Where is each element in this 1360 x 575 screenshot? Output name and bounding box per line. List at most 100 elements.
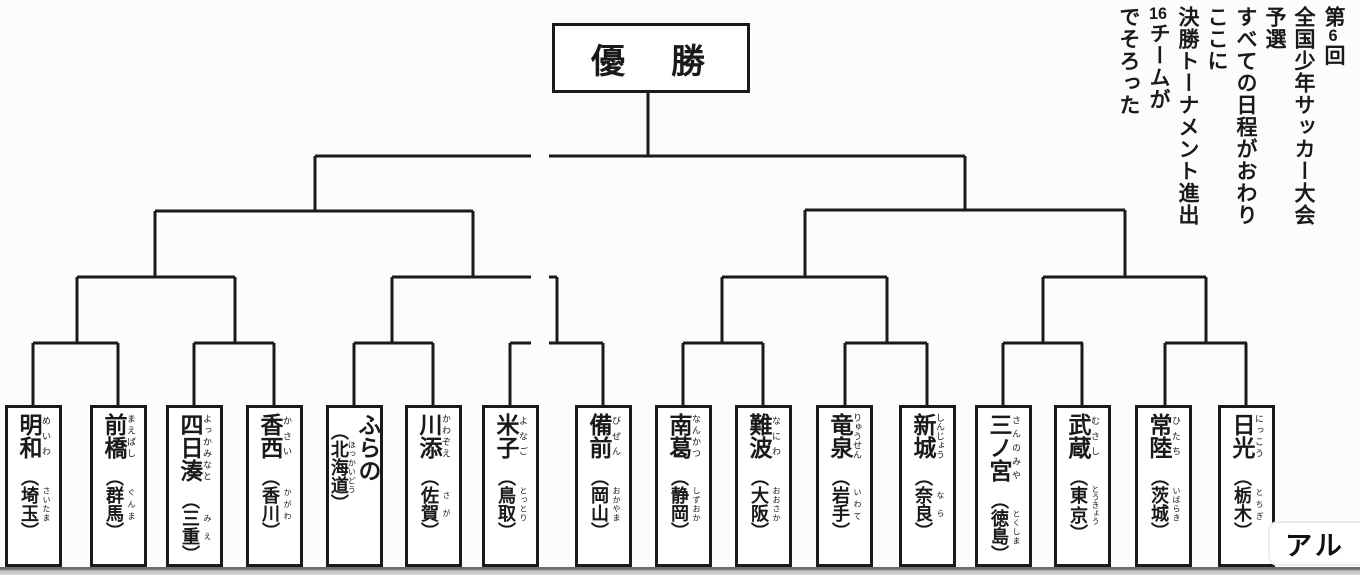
open-paren: （ xyxy=(588,468,609,486)
team-name: 明和めいわ xyxy=(15,413,51,459)
open-paren: （ xyxy=(1067,468,1088,486)
prefecture-furigana: とちぎ xyxy=(1254,486,1264,522)
close-paren: ） xyxy=(259,522,280,540)
team-name-furigana: よなご xyxy=(517,413,528,459)
team-name-furigana: まえばし xyxy=(125,413,136,459)
open-paren: （ xyxy=(668,468,689,486)
prefecture-furigana: しずおか xyxy=(691,486,701,522)
round1-match-1 xyxy=(31,341,120,406)
caption-line-5: ここに xyxy=(1205,6,1228,72)
close-paren: ） xyxy=(988,545,1009,563)
team-box-1: 明和めいわ（埼玉さいたま） xyxy=(5,405,62,567)
team-name-furigana: かさい xyxy=(281,413,292,459)
close-paren: ） xyxy=(418,522,439,540)
close-paren: ） xyxy=(1067,524,1088,542)
team-prefecture: （奈良なら） xyxy=(912,468,945,540)
team-prefecture: （岩手いわて） xyxy=(829,468,862,540)
close-paren: ） xyxy=(495,522,516,540)
open-paren: （ xyxy=(18,468,39,486)
champion-label: 優 勝 xyxy=(591,42,711,81)
team-box-5: ふらの（北海道ほっかいどう） xyxy=(326,405,383,567)
round1-match-5 xyxy=(681,341,765,406)
quarterfinal-1 xyxy=(75,275,237,343)
team-name-furigana: びぜん xyxy=(610,413,621,459)
page-edge-strip xyxy=(0,567,1360,575)
team-box-15: 常陸ひたち（茨城いばらき） xyxy=(1135,405,1192,567)
open-paren: （ xyxy=(418,468,439,486)
round1-match-8 xyxy=(1163,341,1248,406)
team-name-furigana: めいわ xyxy=(40,413,51,459)
prefecture-furigana: とくしま xyxy=(1011,509,1021,545)
close-paren: ） xyxy=(668,522,689,540)
close-paren: ） xyxy=(103,522,124,540)
prefecture-furigana: さいたま xyxy=(41,486,51,522)
prefecture-furigana: いばらき xyxy=(1171,486,1181,522)
team-name-furigana: よっかみなと xyxy=(201,413,212,482)
team-name-furigana: さんのみや xyxy=(1010,413,1021,482)
team-name: 日光にっこう xyxy=(1228,413,1264,459)
team-name-furigana: りゅうせん xyxy=(851,413,862,459)
team-box-4: 香西かさい （香川かがわ） xyxy=(246,405,303,567)
team-name-furigana: ひたち xyxy=(1170,413,1181,459)
close-paren: ） xyxy=(18,522,39,540)
close-paren: ） xyxy=(912,522,933,540)
prefecture-furigana: ぐんま xyxy=(126,486,136,522)
caption-line-7: 16チームが xyxy=(1147,6,1170,111)
team-prefecture: （岡山おかやま） xyxy=(588,468,621,540)
tournament-caption: 第6回 全国少年サッカー大会 予選 すべての日程がおわり ここに 決勝トーナメン… xyxy=(1114,6,1348,306)
team-box-11: 竜泉りゅうせん（岩手いわて） xyxy=(816,405,873,567)
prefecture-furigana: なら xyxy=(935,486,945,522)
team-name: 難波なにわ xyxy=(745,413,781,459)
team-prefecture: （大阪おおさか） xyxy=(748,468,781,540)
open-paren: （ xyxy=(495,468,516,486)
round1-match-2 xyxy=(192,341,276,406)
team-prefecture: （香川かがわ） xyxy=(259,468,292,540)
prefecture-furigana: みえ xyxy=(202,509,212,545)
team-prefecture: （三重みえ） xyxy=(179,491,212,563)
round1-match-3 xyxy=(352,341,435,406)
open-paren: （ xyxy=(1231,468,1252,486)
team-box-16: 日光にっこう（栃木とちぎ） xyxy=(1218,405,1275,567)
team-name: 三ノ宮さんのみや xyxy=(985,413,1021,482)
close-paren: ） xyxy=(179,545,200,563)
team-box-14: 武蔵むさし（東京とうきょう） xyxy=(1054,405,1111,567)
team-name-furigana: なんかつ xyxy=(690,413,701,459)
team-name: ふらの xyxy=(354,413,381,482)
team-box-2: 前橋まえばし（群馬ぐんま） xyxy=(90,405,147,567)
semifinal-left xyxy=(153,156,475,277)
team-prefecture: （群馬ぐんま） xyxy=(103,468,136,540)
team-name: 南葛なんかつ xyxy=(665,413,701,459)
team-prefecture: （東京とうきょう） xyxy=(1067,468,1100,542)
caption-line-1: 第6回 xyxy=(1322,6,1345,67)
team-box-6: 川添かわぞえ（佐賀さが） xyxy=(405,405,462,567)
prefecture-furigana: いわて xyxy=(852,486,862,522)
semifinal-right xyxy=(803,156,1127,277)
team-name: 香西かさい xyxy=(256,413,292,459)
close-paren: ） xyxy=(1148,522,1169,540)
team-box-9: 南葛なんかつ （静岡しずおか） xyxy=(655,405,712,567)
team-prefecture: （静岡しずおか） xyxy=(668,468,701,540)
team-name-furigana: なにわ xyxy=(770,413,781,459)
team-name: 四日湊よっかみなと xyxy=(176,413,212,482)
open-paren: （ xyxy=(912,468,933,486)
open-paren: （ xyxy=(988,491,1009,509)
team-name-furigana: むさし xyxy=(1089,413,1100,459)
round1-match-4 xyxy=(508,341,605,406)
prefecture-furigana: とうきょう xyxy=(1090,485,1100,525)
team-box-10: 難波なにわ （大阪おおさか） xyxy=(735,405,792,567)
open-paren: （ xyxy=(103,468,124,486)
caption-line-3: 予選 xyxy=(1263,6,1286,50)
team-box-13: 三ノ宮さんのみや（徳島とくしま） xyxy=(975,405,1032,567)
close-paren: ） xyxy=(1231,522,1252,540)
watermark-label: アル xyxy=(1285,531,1345,561)
caption-line-4: すべての日程がおわり xyxy=(1234,6,1257,226)
close-paren: ） xyxy=(328,494,349,512)
caption-line-8: でそろった xyxy=(1117,6,1140,116)
team-name: 川添かわぞえ xyxy=(415,413,451,459)
team-prefecture: （北海道ほっかいどう） xyxy=(328,422,357,512)
round1-match-6 xyxy=(843,341,929,406)
open-paren: （ xyxy=(179,491,200,509)
prefecture-furigana: おおさか xyxy=(771,486,781,522)
